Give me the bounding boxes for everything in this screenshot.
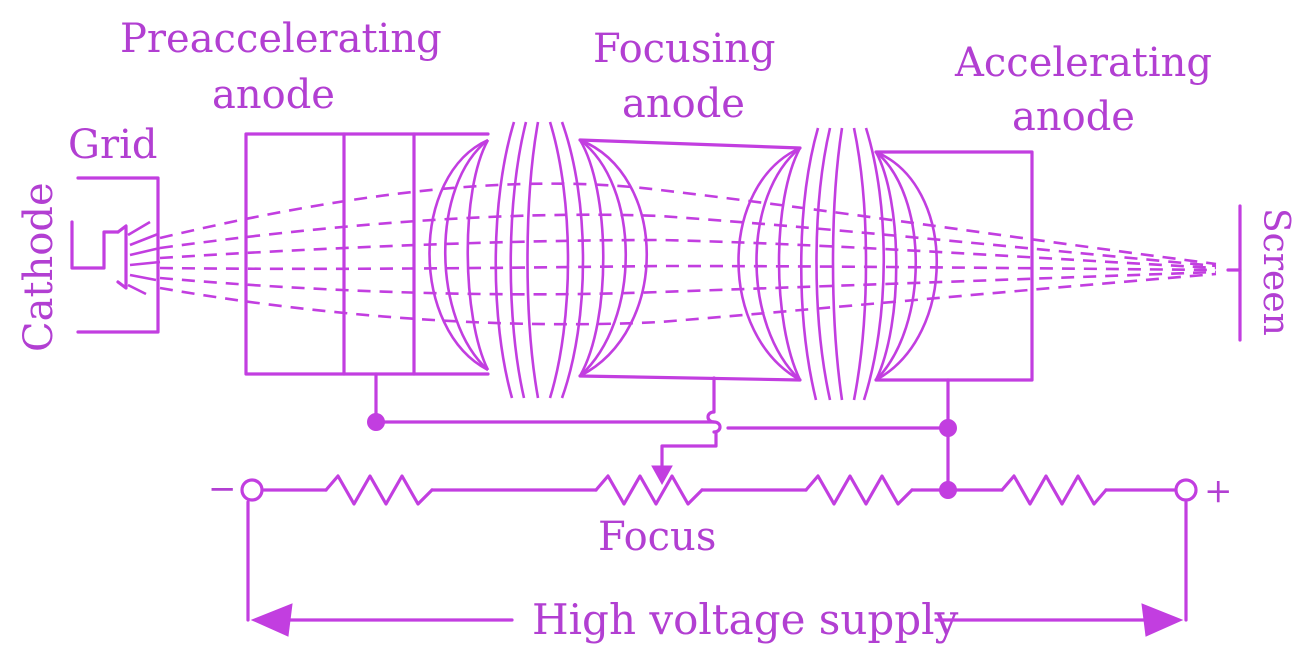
accelerating-anode-cylinder <box>874 150 1034 382</box>
label-plus-terminal: + <box>1204 471 1233 511</box>
accelerating-anode-node <box>939 419 957 437</box>
label-preaccelerating: Preaccelerating <box>120 16 442 62</box>
focus-wiper-arrow <box>651 465 673 486</box>
label-focus: Focus <box>598 514 716 560</box>
label-accelerating-anode: anode <box>1012 94 1135 140</box>
preaccelerating-anode-cylinder <box>244 132 490 376</box>
grid-electrode <box>76 176 160 334</box>
resistor-4 <box>1000 474 1108 506</box>
electron-beam <box>159 182 1217 326</box>
label-focusing: Focusing <box>593 26 776 72</box>
label-preaccelerating-anode: anode <box>212 72 335 118</box>
resistor-1 <box>324 474 434 506</box>
focusing-anode-cylinder <box>578 138 802 382</box>
electrostatic-lens-2 <box>737 127 938 401</box>
negative-terminal <box>240 478 264 502</box>
label-accelerating: Accelerating <box>954 40 1212 86</box>
label-minus-terminal: − <box>208 469 237 509</box>
label-high-voltage-supply: High voltage supply <box>532 595 959 644</box>
focus-potentiometer <box>594 474 704 506</box>
label-grid: Grid <box>68 122 157 168</box>
divider-junction-node <box>939 481 957 499</box>
positive-terminal <box>1174 478 1198 502</box>
label-focusing-anode: anode <box>622 81 745 127</box>
label-screen: Screen <box>1255 208 1296 336</box>
supply-span-arrow <box>246 500 1188 637</box>
preaccelerating-anode-node <box>367 413 385 431</box>
voltage-divider <box>262 474 1178 506</box>
electrostatic-lens-1 <box>428 121 648 399</box>
screen-plate <box>1226 204 1242 342</box>
label-cathode: Cathode <box>16 182 62 352</box>
resistor-3 <box>804 474 914 506</box>
cathode-element <box>70 220 161 296</box>
